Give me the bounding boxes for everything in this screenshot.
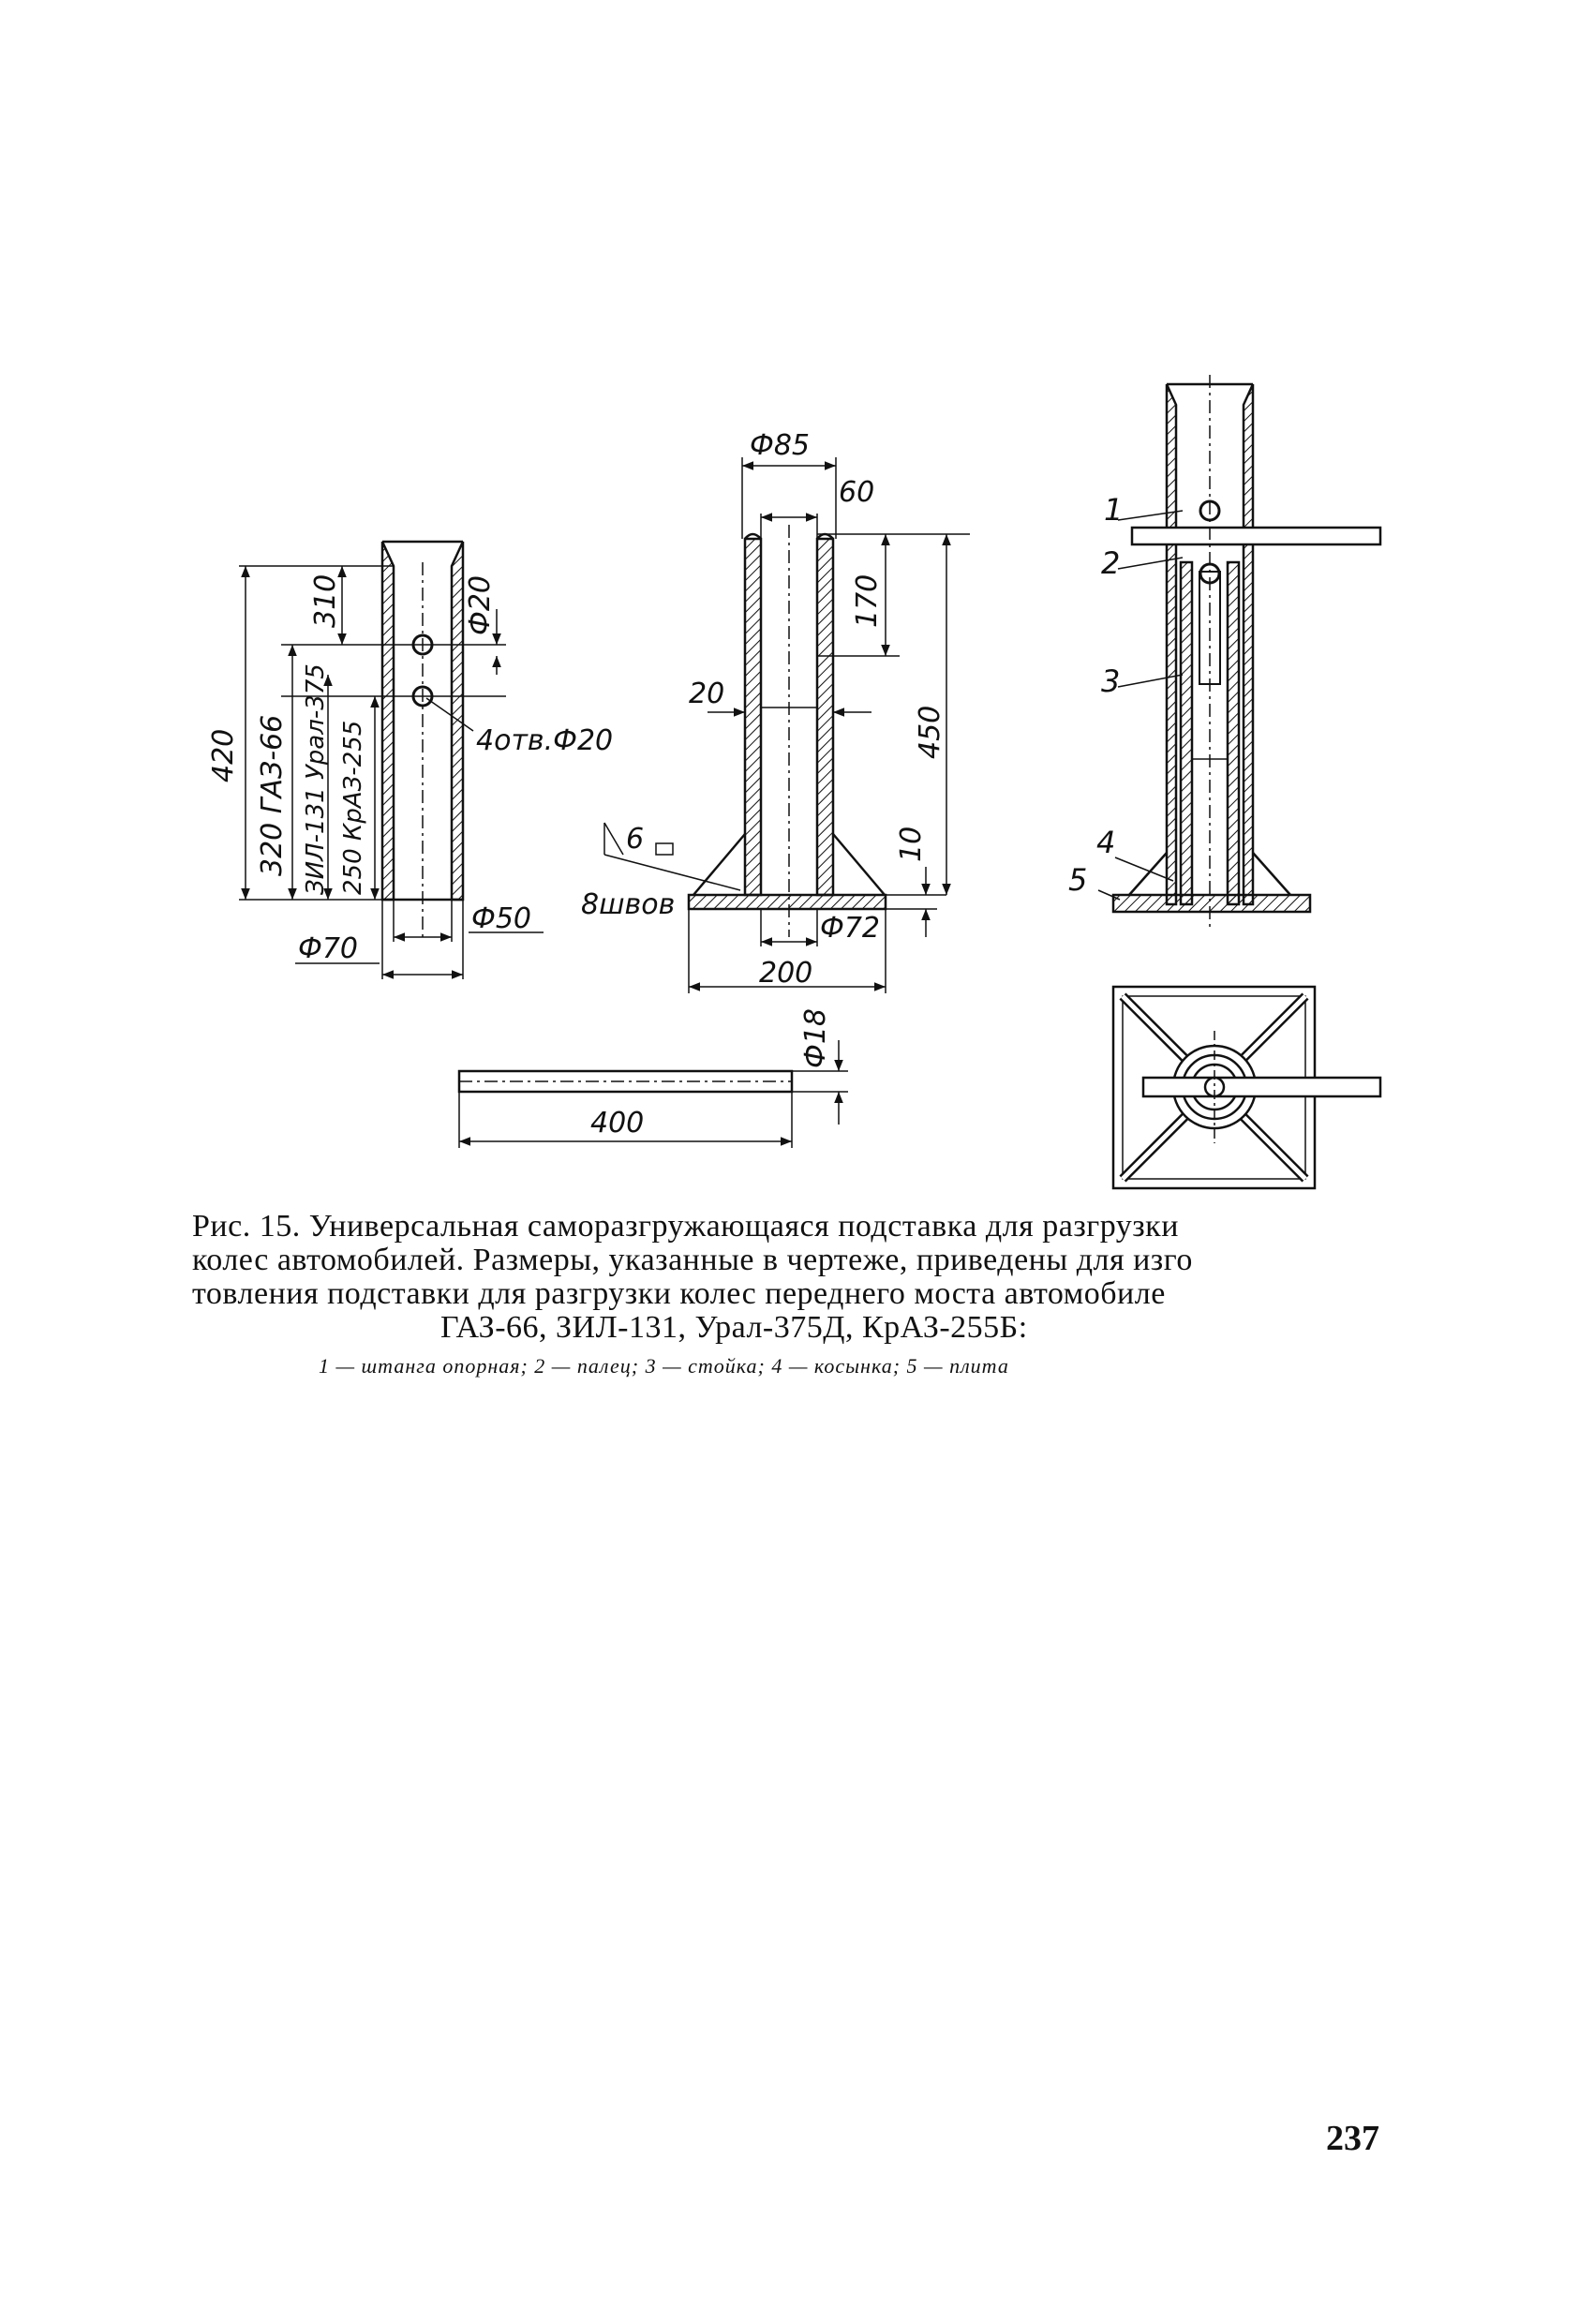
dim-hole-spacing: 310 [309, 574, 342, 628]
label-3: 3 [1101, 663, 1120, 699]
dim-inner-dia: Ф50 [471, 902, 531, 935]
dim-top-dia: Ф85 [750, 429, 810, 462]
dim-total-height: 420 [207, 729, 240, 782]
dim-weld-size: 6 [626, 823, 644, 856]
dim-hole-dia: Ф20 [464, 575, 497, 635]
dim-height-zil: ЗИЛ-131 Урал-375 [302, 663, 330, 895]
caption-line-4: ГАЗ-66, ЗИЛ-131, Урал-375Д, КрАЗ-255Б: [440, 1310, 1028, 1345]
dim-base-inner: Ф72 [820, 912, 880, 945]
dim-base-width: 200 [759, 957, 812, 990]
figure-legend: 1 — штанга опорная; 2 — палец; 3 — стойк… [319, 1354, 1009, 1378]
dim-outer-dia: Ф70 [298, 932, 358, 965]
figure-caption: Рис. 15. Универсальная саморазгружающаяс… [192, 1209, 1410, 1349]
dim-welds: 8швов [581, 888, 675, 921]
assembly-view [1097, 375, 1382, 928]
dim-wall: 20 [689, 678, 724, 710]
pin-view [457, 1040, 848, 1148]
label-2: 2 [1101, 545, 1120, 581]
dim-height-kraz: 250 КрАЗ-255 [339, 721, 367, 895]
label-5: 5 [1068, 862, 1087, 898]
dim-holes-note: 4отв.Ф20 [476, 724, 613, 757]
support-rod-view [239, 540, 544, 979]
dim-pin-dia: Ф18 [799, 1008, 832, 1068]
page-number: 237 [1326, 2119, 1379, 2158]
caption-line-2: колес автомобилей. Размеры, указанные в … [192, 1243, 1193, 1277]
stand-section-view [603, 457, 970, 993]
label-1: 1 [1104, 492, 1123, 528]
plan-view [1111, 985, 1382, 1190]
dim-height-gaz: 320 ГАЗ-66 [256, 715, 289, 876]
dim-slot-depth: 170 [851, 574, 884, 628]
caption-line-1: Рис. 15. Универсальная саморазгружающаяс… [192, 1209, 1179, 1244]
dim-pin-length: 400 [590, 1107, 644, 1140]
caption-line-3: товления подставки для разгрузки колес п… [192, 1276, 1166, 1311]
label-4: 4 [1096, 825, 1115, 860]
dim-total-height-stand: 450 [914, 706, 946, 759]
dim-base-thick: 10 [895, 827, 928, 862]
dim-slot-width: 60 [839, 476, 874, 509]
